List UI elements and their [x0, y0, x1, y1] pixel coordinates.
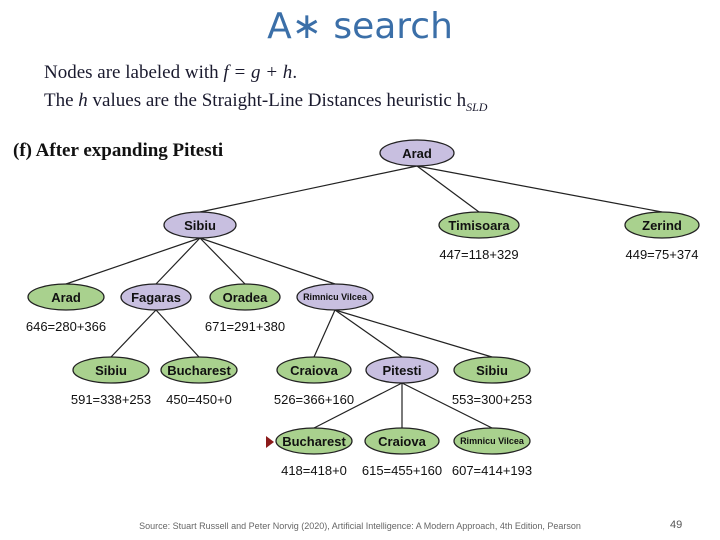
- node-label: Sibiu: [184, 218, 216, 233]
- node-ellipse: [72, 356, 150, 384]
- tree-edge: [199, 237, 246, 285]
- node-f-value: 591=338+253: [71, 392, 151, 407]
- tree-node-bucharest1: Bucharest 450=450+0: [160, 356, 238, 407]
- node-label: Bucharest: [167, 363, 231, 378]
- node-label: Bucharest: [282, 434, 346, 449]
- node-ellipse: [209, 283, 281, 311]
- node-label: Fagaras: [131, 290, 181, 305]
- tree-node-rimnicu: Rimnicu Vilcea: [296, 283, 374, 311]
- tree-edge: [416, 165, 480, 213]
- tree-node-craiova2: Craiova 615=455+160: [362, 427, 442, 478]
- node-label: Arad: [51, 290, 81, 305]
- subtitle-line-1: Nodes are labeled with f = g + h.: [44, 62, 297, 84]
- node-ellipse: [27, 283, 105, 311]
- tree-edge: [110, 309, 157, 358]
- tree-node-rimnicu2: Rimnicu Vilcea 607=414+193: [452, 427, 532, 478]
- node-ellipse: [276, 356, 352, 384]
- node-f-value: 526=366+160: [274, 392, 354, 407]
- node-label: Oradea: [223, 290, 269, 305]
- tree-node-sibiu2: Sibiu 591=338+253: [71, 356, 151, 407]
- slide-title: A∗ search: [267, 6, 453, 47]
- node-ellipse: [365, 356, 439, 384]
- subtitle-line-1-prefix: Nodes are labeled with: [44, 62, 224, 83]
- node-label: Zerind: [642, 218, 682, 233]
- subtitle-hsld-h: h: [456, 90, 467, 111]
- node-label: Pitesti: [382, 363, 421, 378]
- tree-edge: [199, 237, 336, 285]
- subtitle-line-2: The h values are the Straight-Line Dista…: [44, 90, 487, 115]
- node-f-value: 553=300+253: [452, 392, 532, 407]
- tree-edge: [416, 165, 663, 213]
- node-f-value: 671=291+380: [205, 319, 285, 334]
- node-label: Craiova: [378, 434, 426, 449]
- tree-edge: [65, 237, 201, 285]
- figure-label: (f) After expanding Pitesti: [13, 140, 223, 161]
- node-f-value: 418=418+0: [281, 463, 347, 478]
- tree-node-pitesti: Pitesti: [365, 356, 439, 384]
- node-label: Rimnicu Vilcea: [460, 436, 525, 446]
- node-ellipse: [364, 427, 440, 455]
- subtitle-hsld-sub: SLD: [466, 99, 488, 114]
- subtitle-line-1-suffix: .: [292, 62, 298, 83]
- tree-edge: [401, 382, 493, 429]
- node-f-value: 450=450+0: [166, 392, 232, 407]
- tree-node-oradea: Oradea 671=291+380: [205, 283, 285, 334]
- tree-node-timisoara: Timisoara 447=118+329: [438, 211, 520, 262]
- node-label: Sibiu: [476, 363, 508, 378]
- tree-edge: [155, 309, 200, 358]
- node-label: Arad: [402, 146, 432, 161]
- tree-edge: [334, 309, 493, 358]
- tree-node-bucharest2: Bucharest 418=418+0: [275, 427, 353, 478]
- node-f-value: 615=455+160: [362, 463, 442, 478]
- node-label: Sibiu: [95, 363, 127, 378]
- tree-edge: [334, 309, 403, 358]
- node-ellipse: [120, 283, 192, 311]
- node-ellipse: [453, 356, 531, 384]
- node-ellipse: [275, 427, 353, 455]
- node-ellipse: [624, 211, 700, 239]
- node-f-value: 449=75+374: [625, 247, 698, 262]
- subtitle-line-2-middle: values are the Straight-Line Distances h…: [87, 90, 457, 111]
- subtitle-hsld: hSLD: [456, 90, 488, 114]
- page-number: 49: [670, 519, 683, 531]
- tree-node-sibiu: Sibiu: [163, 211, 237, 239]
- node-label: Timisoara: [448, 218, 510, 233]
- node-ellipse: [296, 283, 374, 311]
- edges-layer: [65, 165, 663, 429]
- subtitle-formula: f = g + h: [223, 62, 293, 83]
- node-ellipse: [160, 356, 238, 384]
- subtitle-line-2-prefix: The: [44, 90, 79, 111]
- subtitle-h: h: [78, 90, 88, 111]
- selected-node-marker-icon: [266, 436, 274, 448]
- node-f-value: 646=280+366: [26, 319, 106, 334]
- node-label: Craiova: [290, 363, 338, 378]
- tree-node-sibiu3: Sibiu 553=300+253: [452, 356, 532, 407]
- tree-edge: [199, 165, 418, 213]
- node-ellipse: [453, 427, 531, 455]
- node-f-value: 447=118+329: [439, 247, 518, 262]
- node-ellipse: [379, 139, 455, 167]
- source-footer: Source: Stuart Russell and Peter Norvig …: [139, 521, 581, 531]
- tree-node-zerind: Zerind 449=75+374: [624, 211, 700, 262]
- tree-edge: [313, 309, 336, 358]
- tree-edge: [155, 237, 201, 285]
- tree-node-craiova1: Craiova 526=366+160: [274, 356, 354, 407]
- tree-node-arad2: Arad 646=280+366: [26, 283, 106, 334]
- node-ellipse: [163, 211, 237, 239]
- tree-node-arad_root: Arad: [379, 139, 455, 167]
- tree-node-fagaras: Fagaras: [120, 283, 192, 311]
- node-ellipse: [438, 211, 520, 239]
- tree-edge: [313, 382, 403, 429]
- node-f-value: 607=414+193: [452, 463, 532, 478]
- node-label: Rimnicu Vilcea: [303, 292, 368, 302]
